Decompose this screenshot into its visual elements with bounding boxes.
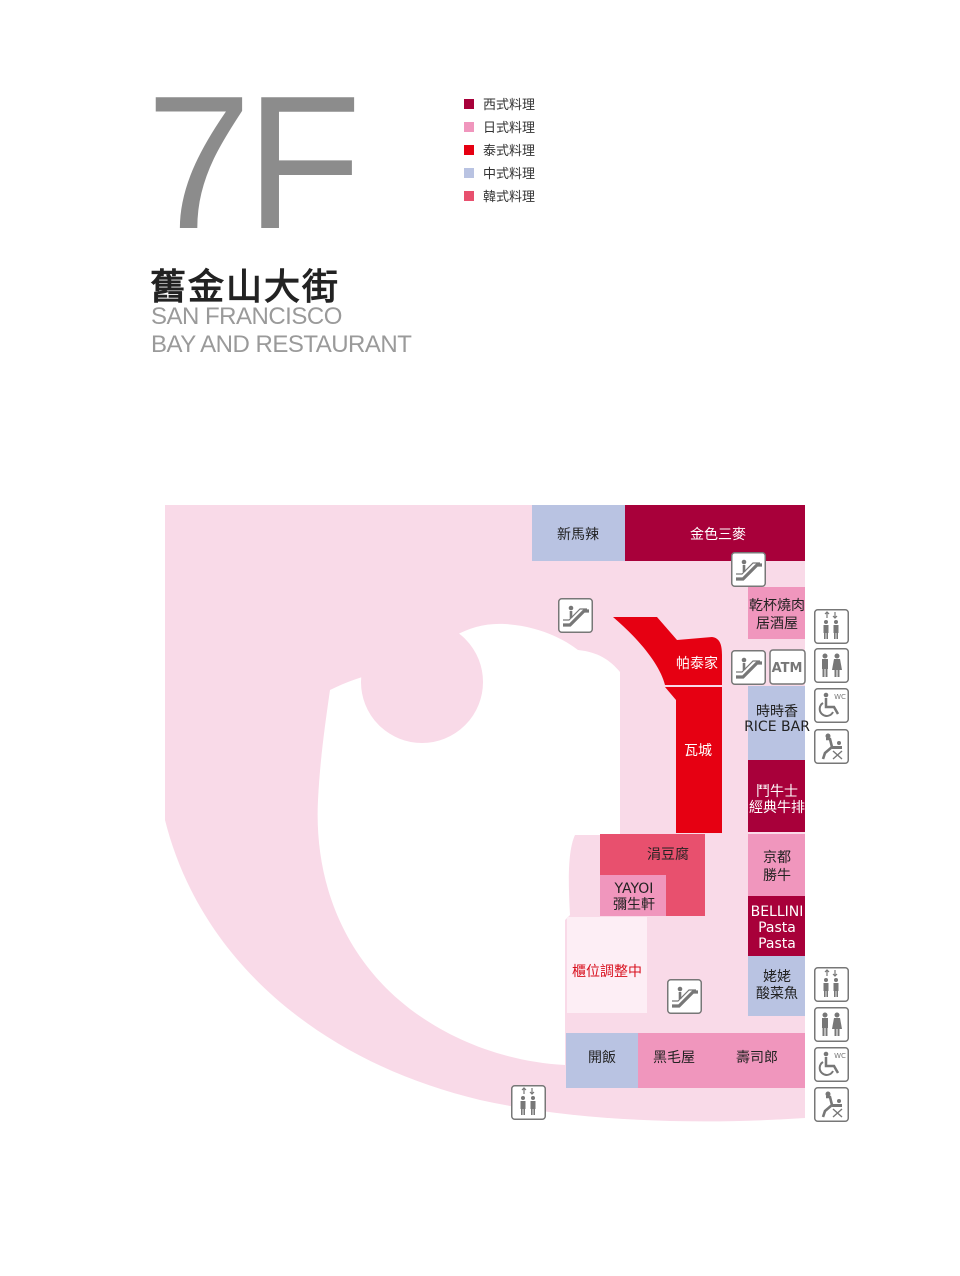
store-label: 壽司郎	[736, 1050, 778, 1066]
store-label: RICE BAR	[744, 719, 810, 735]
legend-item-chinese: 中式料理	[464, 161, 535, 184]
floor-number: 7F	[146, 57, 362, 269]
store-label: 鬥牛士	[756, 784, 798, 800]
store-label: 彌生軒	[613, 897, 655, 913]
legend-swatch	[464, 98, 474, 109]
store-sushiro[interactable]	[710, 1033, 805, 1088]
store-label: Pasta	[758, 936, 796, 952]
floor-title-english-line1: SAN FRANCISCO	[151, 303, 342, 330]
store-label: 酸菜魚	[756, 986, 798, 1002]
store-label: 黑毛屋	[653, 1050, 695, 1066]
legend-item-western: 西式料理	[464, 92, 535, 115]
store-kaifan[interactable]	[566, 1033, 638, 1088]
legend-label: 西式料理	[483, 98, 536, 113]
nursing-room-icon	[813, 728, 850, 765]
store-xinmala[interactable]	[532, 505, 625, 561]
store-label: 櫃位調整中	[572, 964, 642, 980]
atm-icon: ATM	[769, 649, 806, 685]
legend-item-japanese: 日式料理	[464, 115, 535, 138]
store-wacheng[interactable]	[665, 687, 722, 833]
legend-label: 日式料理	[483, 121, 536, 136]
store-label: 時時香	[756, 704, 798, 720]
escalator-icon	[557, 597, 594, 634]
store-label: Pasta	[758, 920, 796, 936]
legend-item-korean: 韓式料理	[464, 184, 535, 207]
store-label: 勝牛	[763, 868, 791, 884]
accessible-restroom-icon	[813, 1046, 850, 1083]
elevator-icon	[511, 1085, 546, 1120]
legend-label: 泰式料理	[483, 144, 536, 159]
store-label: 瓦城	[684, 743, 712, 759]
store-label: 開飯	[588, 1049, 616, 1066]
atm-label: ATM	[772, 661, 803, 676]
elevator-icon	[814, 609, 849, 644]
elevator-icon	[814, 967, 849, 1002]
store-label: 乾杯燒肉	[749, 598, 805, 614]
legend-item-thai: 泰式料理	[464, 138, 535, 161]
store-patai[interactable]	[613, 617, 722, 685]
store-jinse-sanmai[interactable]	[625, 505, 805, 561]
store-label: 金色三麥	[690, 526, 746, 543]
legend-label: 中式料理	[483, 167, 536, 182]
escalator-icon	[730, 649, 767, 686]
store-qianbei[interactable]	[748, 587, 805, 639]
store-label: 新馬辣	[557, 527, 599, 543]
store-label: YAYOI	[614, 881, 654, 897]
store-label: 居酒屋	[756, 616, 798, 632]
store-yayoi[interactable]	[600, 875, 666, 916]
cuisine-legend: 西式料理 日式料理 泰式料理 中式料理 韓式料理	[464, 92, 535, 207]
store-laolao-suancaiyu[interactable]	[748, 956, 805, 1016]
floor-title-chinese: 舊金山大街	[150, 267, 341, 308]
store-adjusting[interactable]	[567, 917, 647, 1013]
legend-swatch	[464, 144, 474, 155]
store-label: BELLINI	[751, 904, 804, 920]
store-bellini-pasta[interactable]	[748, 896, 805, 956]
store-label: 涓豆腐	[647, 846, 689, 863]
nursing-room-icon	[813, 1086, 850, 1123]
store-shishixiang[interactable]	[748, 686, 805, 760]
legend-swatch	[464, 121, 474, 132]
legend-swatch	[464, 190, 474, 201]
store-label: 帕泰家	[676, 655, 718, 672]
store-douniushi[interactable]	[748, 760, 805, 832]
restroom-icon	[814, 1007, 849, 1042]
store-heimaowu[interactable]	[638, 1033, 710, 1088]
accessible-restroom-icon	[813, 687, 850, 724]
store-label: 京都	[763, 850, 791, 866]
legend-label: 韓式料理	[483, 190, 536, 205]
escalator-icon	[730, 551, 767, 588]
store-label: 姥姥	[763, 969, 791, 985]
floor-title-english-line2: BAY AND RESTAURANT	[151, 331, 412, 358]
store-label: 經典牛排	[749, 800, 805, 816]
store-jingdu-shengniu[interactable]	[748, 834, 805, 896]
escalator-icon	[666, 978, 703, 1015]
restroom-icon	[814, 648, 849, 683]
legend-swatch	[464, 167, 474, 178]
